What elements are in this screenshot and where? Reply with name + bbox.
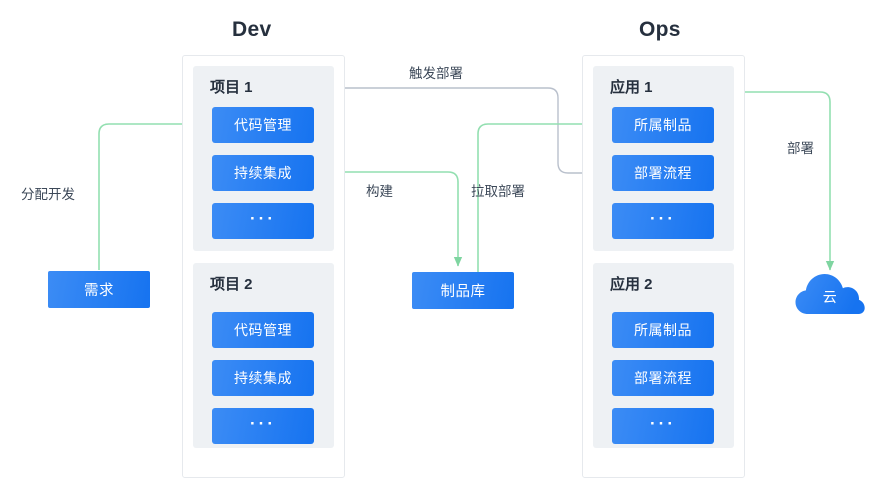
- edge-label-assign-dev: 分配开发: [21, 187, 75, 202]
- node-requirement[interactable]: 需求: [48, 271, 150, 308]
- ops-node-more-2[interactable]: ···: [612, 408, 714, 444]
- dev-group-label-2: 项目 2: [210, 276, 253, 293]
- dev-node-more-1[interactable]: ···: [212, 203, 314, 239]
- column-title-ops: Ops: [639, 18, 681, 41]
- dev-node-continuous-integration-2[interactable]: 持续集成: [212, 360, 314, 396]
- edge-app-to-cloud: [738, 91, 835, 271]
- cloud-icon: [795, 274, 865, 314]
- dev-node-continuous-integration-1[interactable]: 持续集成: [212, 155, 314, 191]
- dev-node-code-management-1[interactable]: 代码管理: [212, 107, 314, 143]
- column-title-dev: Dev: [232, 18, 272, 41]
- dev-node-code-management-2[interactable]: 代码管理: [212, 312, 314, 348]
- edge-project-to-deploy-pipeline: [345, 87, 608, 177]
- ops-node-more-1[interactable]: ···: [612, 203, 714, 239]
- node-cloud[interactable]: 云: [795, 272, 865, 316]
- ops-node-deploy-pipeline-1[interactable]: 部署流程: [612, 155, 714, 191]
- ops-node-artifact-2[interactable]: 所属制品: [612, 312, 714, 348]
- ops-group-label-2: 应用 2: [610, 276, 653, 293]
- edge-label-deploy: 部署: [787, 141, 814, 156]
- ops-node-deploy-pipeline-2[interactable]: 部署流程: [612, 360, 714, 396]
- edge-label-trigger-deploy: 触发部署: [409, 66, 463, 81]
- ops-node-artifact-1[interactable]: 所属制品: [612, 107, 714, 143]
- dev-node-more-2[interactable]: ···: [212, 408, 314, 444]
- node-artifact-repository[interactable]: 制品库: [412, 272, 514, 309]
- edge-label-pull-deploy: 拉取部署: [471, 184, 525, 199]
- edge-label-build: 构建: [366, 184, 393, 199]
- dev-group-label-1: 项目 1: [210, 79, 253, 96]
- ops-group-label-1: 应用 1: [610, 79, 653, 96]
